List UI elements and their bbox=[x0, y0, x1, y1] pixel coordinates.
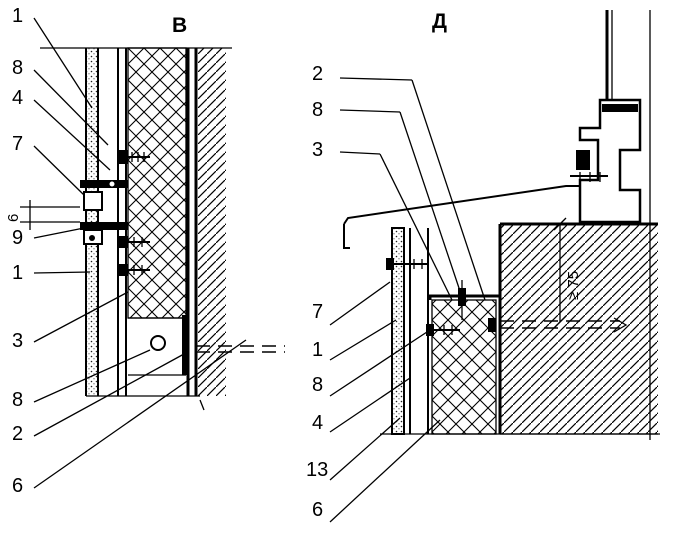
label-d-7: 7 bbox=[312, 301, 323, 323]
label-d-2: 2 bbox=[312, 63, 323, 85]
label-d-13: 13 bbox=[306, 459, 328, 481]
label-d-3: 3 bbox=[312, 139, 323, 161]
view-d-title: Д bbox=[432, 10, 447, 33]
label-d-4: 4 bbox=[312, 412, 323, 434]
bolt-d-upper bbox=[386, 258, 428, 270]
label-7: 7 bbox=[12, 133, 23, 155]
label-2: 2 bbox=[12, 423, 23, 445]
masonry-wall bbox=[198, 48, 226, 396]
view-d-drawing bbox=[329, 10, 660, 523]
label-8-top: 8 bbox=[12, 57, 23, 79]
label-1-top: 1 bbox=[12, 5, 23, 27]
label-9: 9 bbox=[12, 227, 23, 249]
label-3: 3 bbox=[12, 330, 23, 352]
bolt-lower bbox=[118, 264, 150, 276]
label-d-8-top: 8 bbox=[312, 99, 323, 121]
bolt-middle bbox=[118, 236, 150, 248]
window-sill bbox=[343, 185, 580, 225]
label-6-dim: 6 bbox=[5, 214, 22, 222]
window-frame bbox=[578, 98, 642, 224]
label-4: 4 bbox=[12, 87, 23, 109]
bolt-upper bbox=[118, 150, 150, 164]
label-d-6: 6 bbox=[312, 499, 323, 521]
sealant-rod bbox=[150, 335, 166, 351]
cladding-panel-d bbox=[392, 228, 404, 434]
view-v-title: В bbox=[172, 14, 187, 37]
masonry-slab bbox=[500, 224, 658, 434]
dimension-label: ≥ 75 bbox=[565, 271, 582, 300]
label-6-bottom: 6 bbox=[12, 475, 23, 497]
insulation-layer bbox=[128, 48, 186, 318]
joint-profile bbox=[80, 180, 128, 245]
label-8-bottom: 8 bbox=[12, 389, 23, 411]
gasket bbox=[182, 315, 188, 375]
label-d-8-bottom: 8 bbox=[312, 374, 323, 396]
label-d-1: 1 bbox=[312, 339, 323, 361]
bolt-d-right bbox=[488, 318, 496, 332]
label-1-mid: 1 bbox=[12, 262, 23, 284]
view-v-drawing bbox=[20, 17, 285, 489]
insulation-d bbox=[432, 300, 496, 434]
